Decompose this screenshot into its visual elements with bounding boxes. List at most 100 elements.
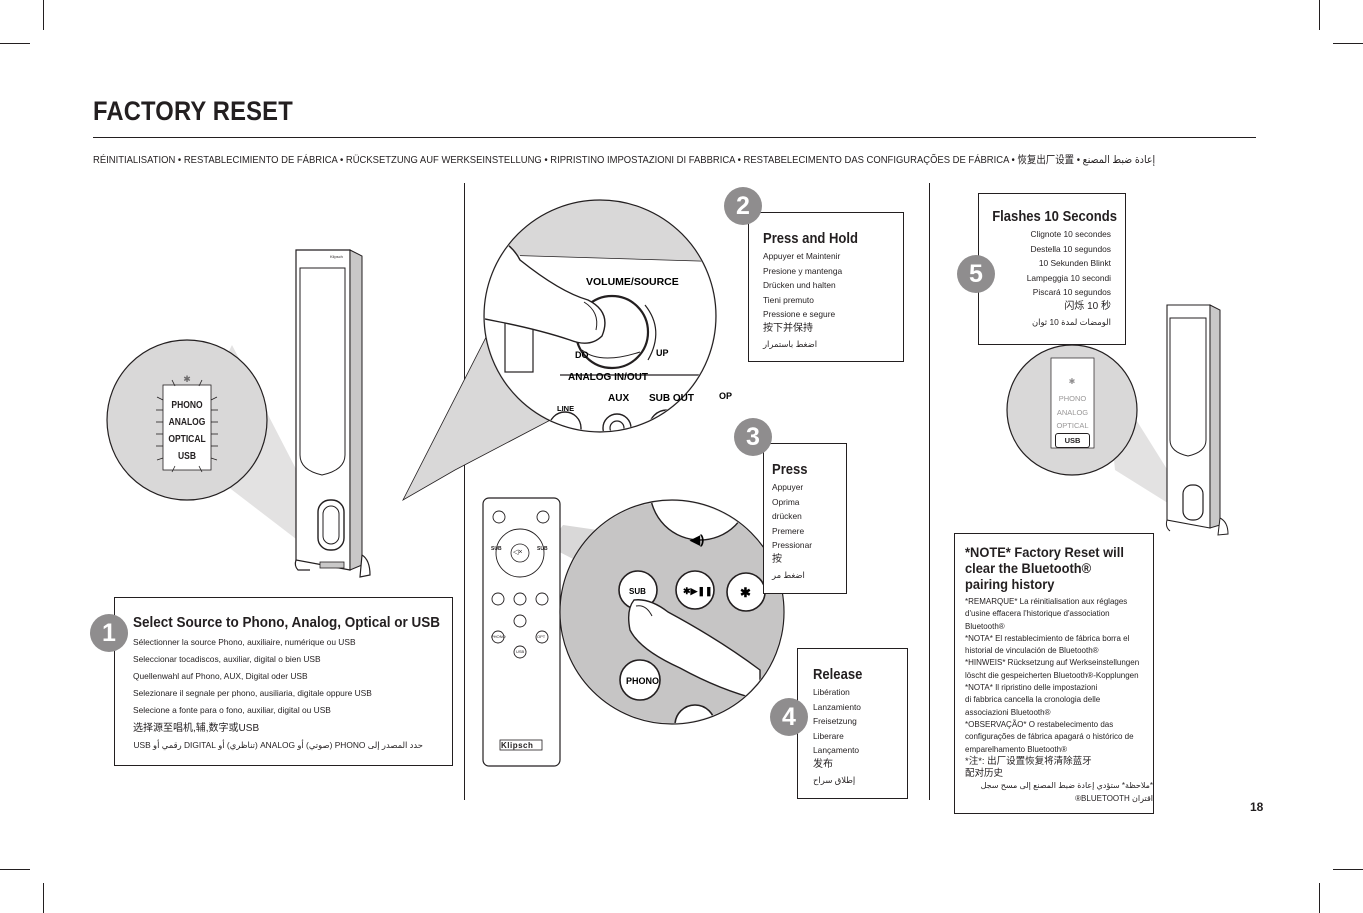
remote-sub-label: SUB (491, 546, 502, 552)
step2-line-pt: Pressione e segure (763, 309, 836, 320)
note-line: emparelhamento Bluetooth® (965, 744, 1067, 754)
step1-line-de: Quellenwahl auf Phono, AUX, Digital oder… (133, 671, 308, 681)
optical-label: OP (719, 391, 732, 401)
step4-line-es: Lanzamiento (813, 701, 861, 712)
step2-badge: 2 (724, 187, 762, 225)
volume-source-inset: VOLUME/SOURCE DO UP ANALOG IN/OUT LINE A… (402, 199, 732, 502)
step5-inset-labels: PHONO ANALOG OPTICAL USB (1051, 392, 1094, 448)
crop-mark (1333, 869, 1363, 870)
step5-line-pt: Piscará 10 segundos (1032, 287, 1111, 298)
remote-mute-icon: ◁× (513, 549, 523, 556)
page-subtitle: RÉINITIALISATION • RESTABLECIMIENTO DE F… (93, 154, 1156, 166)
step3-line-pt: Pressionar (772, 540, 813, 551)
step3-line-it: Premere (772, 525, 805, 536)
note-line: configurações de fábrica apagará o histó… (965, 732, 1134, 742)
step2-line-es: Presione y mantenga (763, 265, 843, 276)
step4-instruction-box: Release Libération Lanzamiento Freisetzu… (797, 648, 908, 799)
step4-line-zh: 发布 (813, 758, 833, 770)
note-line: associazioni Bluetooth® (965, 707, 1051, 717)
sub-button-inset: ◀) SUB ✱▶❚❚ ✱ PHONO (559, 499, 785, 725)
step4-line-ar: إطلاق سراح (813, 774, 856, 785)
step3-line-de: drücken (772, 511, 802, 522)
step3-line-ar: اضغط مر (772, 569, 805, 580)
step5-heading: Flashes 10 Seconds (992, 209, 1117, 225)
step5-line-fr: Clignote 10 secondes (1030, 229, 1111, 239)
step2-line-fr: Appuyer et Maintenir (763, 251, 841, 261)
page-number: 18 (1250, 800, 1264, 814)
step1-badge: 1 (90, 614, 128, 652)
page-title: FACTORY RESET (93, 96, 293, 126)
column-divider (929, 183, 930, 800)
analog-io-label: ANALOG IN/OUT (568, 372, 648, 383)
note-line: löscht die gespeicherten Bluetooth®-Kopp… (965, 670, 1139, 680)
crop-mark (0, 43, 30, 44)
bluetooth-key-icon: ✱ (740, 585, 751, 600)
step1-heading: Select Source to Phono, Analog, Optical … (133, 614, 441, 631)
line-label: LINE (557, 404, 574, 413)
step2-heading: Press and Hold (763, 231, 859, 247)
note-line: historial de vinculación de Bluetooth® (965, 646, 1099, 656)
step5-instruction-box: Flashes 10 Seconds Clignote 10 secondes … (978, 193, 1126, 345)
step1-line-fr: Sélectionner la source Phono, auxiliaire… (133, 637, 356, 647)
note-line: *REMARQUE* La réinitialisation aux régla… (965, 597, 1128, 606)
optical-led-label: OPTICAL (1056, 421, 1089, 430)
step2-line-zh: 按下并保持 (763, 322, 813, 334)
remote-usb-label: USB (516, 649, 525, 654)
step4-heading: Release (813, 667, 863, 683)
remote-phono-label: PHONO (491, 634, 506, 639)
volume-source-label: VOLUME/SOURCE (586, 276, 679, 288)
remote-sub-label: SUB (537, 546, 548, 552)
step4-line-de: Freisetzung (813, 716, 857, 727)
step3-line-es: Oprima (772, 496, 800, 507)
step2-line-it: Tieni premuto (763, 294, 814, 305)
svg-text:✱: ✱ (1069, 377, 1076, 386)
usb-led-label: USB (178, 451, 196, 462)
step3-line-fr: Appuyer (772, 482, 804, 492)
note-line: di fabbrica cancella la cronologia delle (965, 695, 1101, 705)
note-line: *ملاحظة* ستؤدي إعادة ضبط المصنع إلى مسح … (980, 781, 1153, 791)
step2-instruction-box: Press and Hold Appuyer et Maintenir Pres… (748, 212, 904, 362)
note-heading-line: *NOTE* Factory Reset will (965, 544, 1124, 560)
step5-badge: 5 (957, 255, 995, 293)
speaker-logo: Klipsch (330, 254, 343, 259)
crop-mark (43, 0, 44, 30)
volume-down-label: DO (575, 350, 589, 360)
optical-led-label: OPTICAL (168, 434, 206, 445)
phono-key-label: PHONO (626, 676, 659, 686)
note-line: *注*: 出厂设置恢复将清除蓝牙 (965, 755, 1092, 767)
note-line: *NOTA* Il ripristino delle impostazioni (965, 683, 1098, 693)
step3-line-zh: 按 (772, 553, 782, 565)
step1-line-es: Seleccionar tocadiscos, auxiliar, digita… (133, 654, 321, 664)
note-line: *NOTA* El restablecimiento de fábrica bo… (965, 633, 1130, 643)
note-line: *OBSERVAÇÃO* O restabelecimento das (965, 719, 1114, 729)
source-led-inset-2: ✱ (1006, 344, 1138, 476)
step4-line-it: Liberare (813, 730, 844, 741)
sub-out-label: SUB OUT (649, 393, 694, 404)
remote-brand-logo: Klipsch (501, 741, 534, 750)
note-heading-line: pairing history (965, 576, 1055, 592)
note-line: *HINWEIS* Rücksetzung auf Werkseinstellu… (965, 658, 1140, 668)
step5-line-es: Destella 10 segundos (1030, 243, 1111, 254)
step1-line-it: Selezionare il segnale per phono, ausili… (133, 688, 372, 698)
step2-line-ar: اضغط باستمرار (763, 338, 818, 349)
note-box: *NOTE* Factory Reset will clear the Blue… (954, 533, 1154, 814)
note-line: d'usine effacera l'historique d'associat… (965, 609, 1110, 619)
step1-line-zh: 选择源至唱机,辅,数字或USB (133, 723, 260, 734)
crop-mark (1319, 883, 1320, 913)
step5-line-it: Lampeggia 10 secondi (1026, 272, 1111, 283)
bluetooth-icon: ✱ (183, 374, 191, 384)
sub-key-label: SUB (629, 587, 646, 596)
note-heading-line: clear the Bluetooth® (965, 560, 1092, 576)
step5-line-de: 10 Sekunden Blinkt (1038, 258, 1111, 269)
step3-heading: Press (772, 462, 808, 478)
crop-mark (1319, 0, 1320, 30)
bt-play-pause-icon: ✱▶❚❚ (683, 586, 713, 597)
usb-led-label: USB (1055, 432, 1090, 448)
step3-badge: 3 (734, 418, 772, 456)
phono-led-label: PHONO (171, 400, 203, 411)
note-line: 配对历史 (965, 768, 1004, 780)
remote-opt-label: OPT (537, 634, 546, 639)
step1-instruction-box: Select Source to Phono, Analog, Optical … (114, 597, 453, 766)
note-heading: *NOTE* Factory Reset will clear the Blue… (965, 544, 1138, 592)
